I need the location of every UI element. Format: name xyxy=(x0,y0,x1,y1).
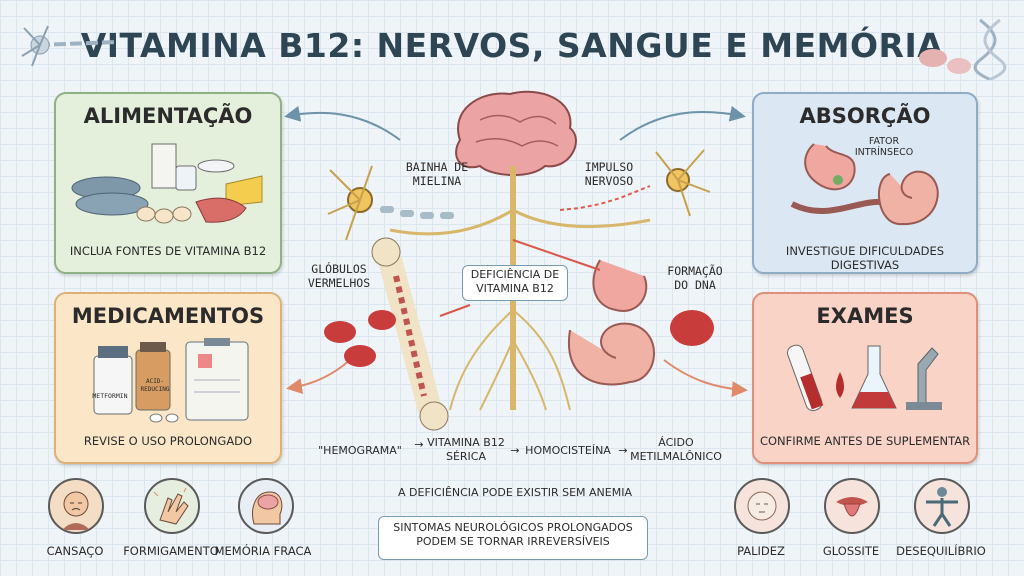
bottle-label-metformin: METFORMIN xyxy=(92,392,128,400)
tingling-hand-icon xyxy=(144,478,200,534)
red-cells-decoration-icon xyxy=(919,49,971,74)
panel-medicamentos: MEDICAMENTOS METFORMIN ACID-REDUCING REV… xyxy=(54,292,282,464)
lab-test-mma: ÁCIDO METILMALÔNICO xyxy=(630,436,722,463)
dna-decoration-icon xyxy=(973,18,1007,82)
panel-exames: EXAMES CONFIRME ANTES DE SUPLEMENTAR xyxy=(752,292,978,464)
dna-label: FORMAÇÃO DO DNA xyxy=(667,264,723,292)
panel-title: MEDICAMENTOS xyxy=(71,304,265,328)
panel-title: ALIMENTAÇÃO xyxy=(83,104,253,128)
intrinsic-factor-label: FATOR INTRÍNSECO xyxy=(854,136,914,158)
panel-absorcao: ABSORÇÃO FATOR INTRÍNSECO INVESTIGUE DIF… xyxy=(752,92,978,274)
panel-caption: INVESTIGUE DIFICULDADES DIGESTIVAS xyxy=(785,244,945,272)
panel-caption: CONFIRME ANTES DE SUPLEMENTAR xyxy=(759,434,971,448)
lab-tests-chain: "HEMOGRAMA" → VITAMINA B12 SÉRICA → HOMO… xyxy=(308,436,728,472)
medication-illustration xyxy=(93,338,249,423)
chain-arrow-icon: → xyxy=(510,444,520,457)
symptom-label: GLOSSITE xyxy=(822,544,880,558)
pale-face-icon xyxy=(734,478,790,534)
neuron-decoration-icon xyxy=(21,25,119,67)
chain-arrow-icon: → xyxy=(414,438,424,451)
brain-nerve-illustration xyxy=(324,90,714,431)
balance-figure-icon xyxy=(914,478,970,534)
page-title: VITAMINA B12: NERVOS, SANGUE E MEMÓRIA xyxy=(80,26,944,65)
symptom-label: CANSAÇO xyxy=(46,544,104,558)
panel-title: ABSORÇÃO xyxy=(799,104,931,128)
panel-caption: REVISE O USO PROLONGADO xyxy=(83,434,253,448)
brain-head-icon xyxy=(238,478,294,534)
panel-caption: INCLUA FONTES DE VITAMINA B12 xyxy=(69,244,267,258)
panel-title: EXAMES xyxy=(816,304,914,328)
symptom-label: FORMIGAMENTO xyxy=(123,544,219,558)
food-illustration xyxy=(71,143,263,224)
panel-alimentacao: ALIMENTAÇÃO INCLUA FONTES DE VITAMINA B1… xyxy=(54,92,282,274)
lab-test-b12: VITAMINA B12 SÉRICA xyxy=(427,436,505,463)
symptom-label: DESEQUILÍBRIO xyxy=(896,544,986,558)
impulse-label: IMPULSO NERVOSO xyxy=(584,160,634,188)
tired-face-icon xyxy=(48,478,104,534)
lab-test-hemograma: "HEMOGRAMA" xyxy=(318,444,402,457)
lab-exams-illustration xyxy=(787,344,942,412)
tongue-icon xyxy=(824,478,880,534)
red-cells-label: GLÓBULOS VERMELHOS xyxy=(307,262,371,290)
lab-test-homocisteina: HOMOCISTEÍNA xyxy=(525,444,611,457)
deficiency-label: DEFICIÊNCIA DE VITAMINA B12 xyxy=(462,265,568,301)
neurological-warning: SINTOMAS NEUROLÓGICOS PROLONGADOS PODEM … xyxy=(378,516,648,560)
anemia-note: A DEFICIÊNCIA PODE EXISTIR SEM ANEMIA xyxy=(398,486,632,499)
myelin-label: BAINHA DE MIELINA xyxy=(405,160,469,188)
stomach-intestine-illustration xyxy=(790,143,939,226)
chain-arrow-icon: → xyxy=(618,444,628,457)
symptom-label: PALIDEZ xyxy=(737,544,785,558)
symptom-label: MEMÓRIA FRACA xyxy=(214,544,312,558)
bottle-label-acid: ACID-REDUCING xyxy=(140,378,170,393)
